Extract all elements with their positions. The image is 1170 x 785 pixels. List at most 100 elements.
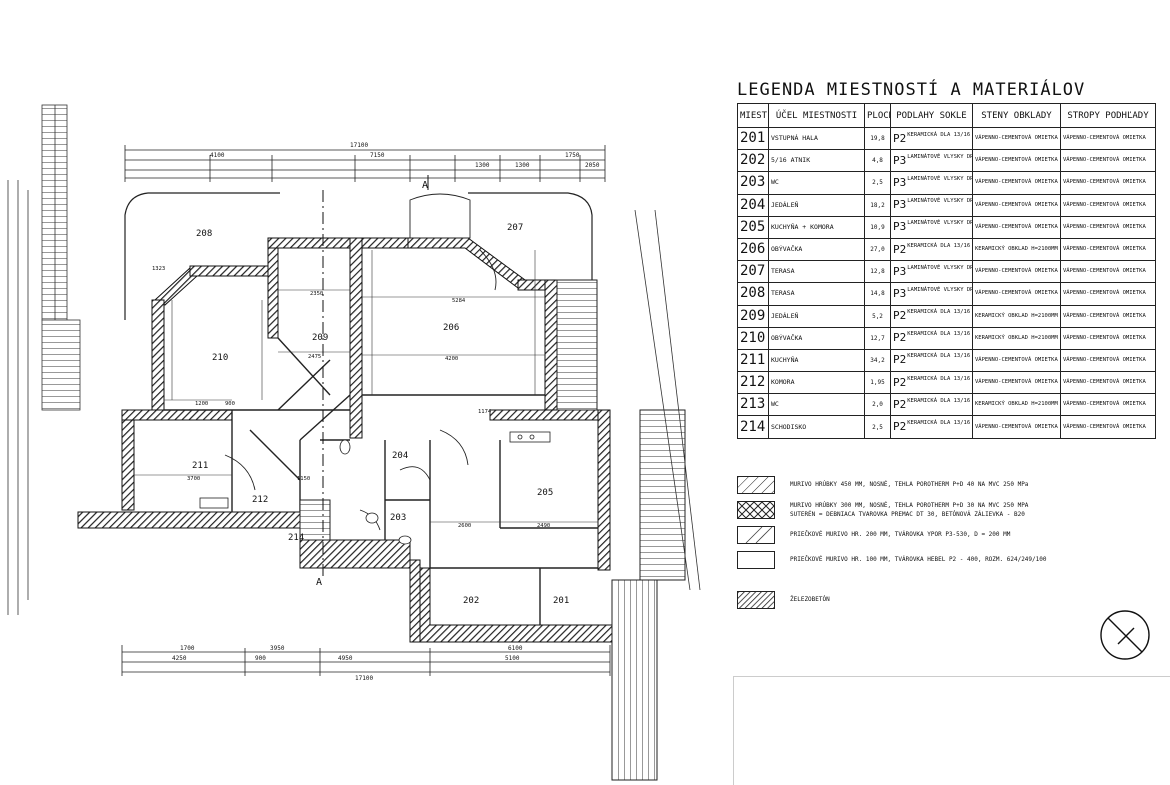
room-ceiling: VÁPENNO-CEMENTOVÁ OMIETKA: [1060, 326, 1156, 350]
interior-walls: [164, 337, 598, 625]
room-ceiling: VÁPENNO-CEMENTOVÁ OMIETKA: [1060, 260, 1156, 284]
room-label-206: 206: [443, 323, 459, 333]
terrace-207-outline: [468, 192, 593, 300]
room-ceiling: VÁPENNO-CEMENTOVÁ OMIETKA: [1060, 237, 1156, 262]
sheet-border-line: [733, 676, 1170, 677]
floor-text: KERAMICKÁ DLA 13/16 KERAMICKÝ SOKEL H=80…: [907, 131, 971, 138]
room-use: SCHODISKO: [768, 415, 865, 439]
dim-bottom-3: 6100: [508, 645, 523, 652]
dim-interior-7: 3700: [187, 476, 200, 482]
room-walls: KERAMICKÝ OBKLAD H=2100MM: [972, 393, 1061, 417]
floor-text: LAMINÁTOVÉ VLYSKY DREVENÁ LI 5/16 TA: [907, 175, 971, 182]
dim-top-1: 7150: [370, 152, 385, 159]
room-use: JEDÁLEŇ: [768, 304, 865, 328]
material-swatch-hatch: [737, 476, 775, 494]
site-line-right-2: [654, 209, 701, 591]
room-ceiling: VÁPENNO-CEMENTOVÁ OMIETKA: [1060, 193, 1156, 217]
room-walls: VÁPENNO-CEMENTOVÁ OMIETKA: [972, 371, 1061, 395]
floor-text: LAMINÁTOVÉ VLYSKY DREVENÁ LI 5/16 TA: [907, 220, 971, 227]
dim-bottom-2: 4950: [338, 655, 353, 662]
room-number: 201: [737, 126, 769, 151]
room-label-203: 203: [390, 513, 406, 523]
floor-text: KERAMICKÁ DLA 13/16 KERAMICKÝ SOKEL H=80…: [907, 375, 971, 382]
floor-code: P3: [893, 286, 907, 300]
floor-code: P2: [893, 131, 907, 145]
floor-text: LAMINÁTOVÉ VLYSKY DREVENÁ LI 5/16 TA: [907, 264, 971, 271]
room-number: 212: [737, 371, 769, 395]
plan-dimension-ticks: [134, 250, 598, 523]
room-number: 214: [737, 415, 769, 439]
room-number: 207: [737, 260, 769, 284]
dim-interior-4: 1200: [195, 401, 208, 407]
room-area: 12,8: [864, 260, 891, 284]
floor-text: KERAMICKÁ DLA 13/16 KERAMICKÝ SOKEL H=80…: [907, 420, 971, 427]
room-walls: VÁPENNO-CEMENTOVÁ OMIETKA: [972, 193, 1061, 217]
fixtures: [199, 431, 551, 545]
header-room-no: MIEST Č.: [737, 103, 769, 128]
room-use: OBÝVAČKA: [768, 326, 865, 350]
dim-bottom-7: 5100: [505, 655, 520, 662]
dim-interior-9: 2600: [458, 523, 471, 529]
floor-code: P2: [893, 331, 907, 345]
dim-interior-6: 1174: [478, 409, 492, 415]
room-area: 14,8: [864, 282, 891, 306]
north-arrow-icon: [1100, 610, 1150, 660]
room-number: 211: [737, 348, 769, 373]
floor-text: KERAMICKÁ DLA 13/16 KERAMICKÝ SOKEL H=80…: [907, 353, 971, 360]
room-area: 2,5: [864, 415, 891, 439]
bottom-dimension-lines: [121, 645, 611, 676]
room-walls: KERAMICKÝ OBKLAD H=2100MM: [972, 304, 1061, 328]
room-ceiling: VÁPENNO-CEMENTOVÁ OMIETKA: [1060, 415, 1156, 439]
room-walls: KERAMICKÝ OBKLAD H=2100MM: [972, 326, 1061, 350]
room-use: TERASA: [768, 260, 865, 284]
floor-code: P3: [893, 220, 907, 234]
room-use: KUCHYŇA: [768, 348, 865, 373]
room-area: 2,5: [864, 171, 891, 195]
room-use: JEDÁLEŇ: [768, 193, 865, 217]
room-label-214: 214: [288, 533, 304, 543]
room-area: 18,2: [864, 193, 891, 217]
room-number: 203: [737, 171, 769, 195]
room-area: 12,7: [864, 326, 891, 350]
room-number: 204: [737, 193, 769, 217]
room-use: KOMORA: [768, 371, 865, 395]
dim-bottom-4: 1700: [180, 645, 195, 652]
room-walls: VÁPENNO-CEMENTOVÁ OMIETKA: [972, 415, 1061, 439]
room-use: VSTUPNÁ HALA: [768, 126, 865, 151]
room-walls: VÁPENNO-CEMENTOVÁ OMIETKA: [972, 282, 1061, 306]
material-swatch-empty: [737, 551, 775, 569]
floor-text: KERAMICKÁ DLA 13/16 KERAMICKÝ SOKEL H=80…: [907, 309, 971, 316]
section-mark-bottom: A: [316, 577, 322, 588]
room-use: TERASA: [768, 282, 865, 306]
dim-top-5: 1300: [515, 162, 530, 169]
room-label-205: 205: [537, 488, 553, 498]
room-ceiling: VÁPENNO-CEMENTOVÁ OMIETKA: [1060, 393, 1156, 417]
exterior-walls: [77, 237, 613, 643]
header-room-use: ÚČEL MIESTNOSTI: [768, 103, 865, 128]
dim-top-2: 4100: [210, 152, 225, 159]
room-number: 213: [737, 393, 769, 417]
room-label-209: 209: [312, 333, 328, 343]
floor-code: P3: [893, 175, 907, 189]
dim-bottom-5: 900: [255, 655, 266, 662]
room-walls: VÁPENNO-CEMENTOVÁ OMIETKA: [972, 126, 1061, 151]
room-label-201: 201: [553, 596, 569, 606]
room-ceiling: VÁPENNO-CEMENTOVÁ OMIETKA: [1060, 149, 1156, 173]
header-walls: STENY OBKLADY: [972, 103, 1061, 128]
room-walls: KERAMICKÝ OBKLAD H=2100MM: [972, 237, 1061, 262]
room-ceiling: VÁPENNO-CEMENTOVÁ OMIETKA: [1060, 348, 1156, 373]
room-label-210: 210: [212, 353, 228, 363]
